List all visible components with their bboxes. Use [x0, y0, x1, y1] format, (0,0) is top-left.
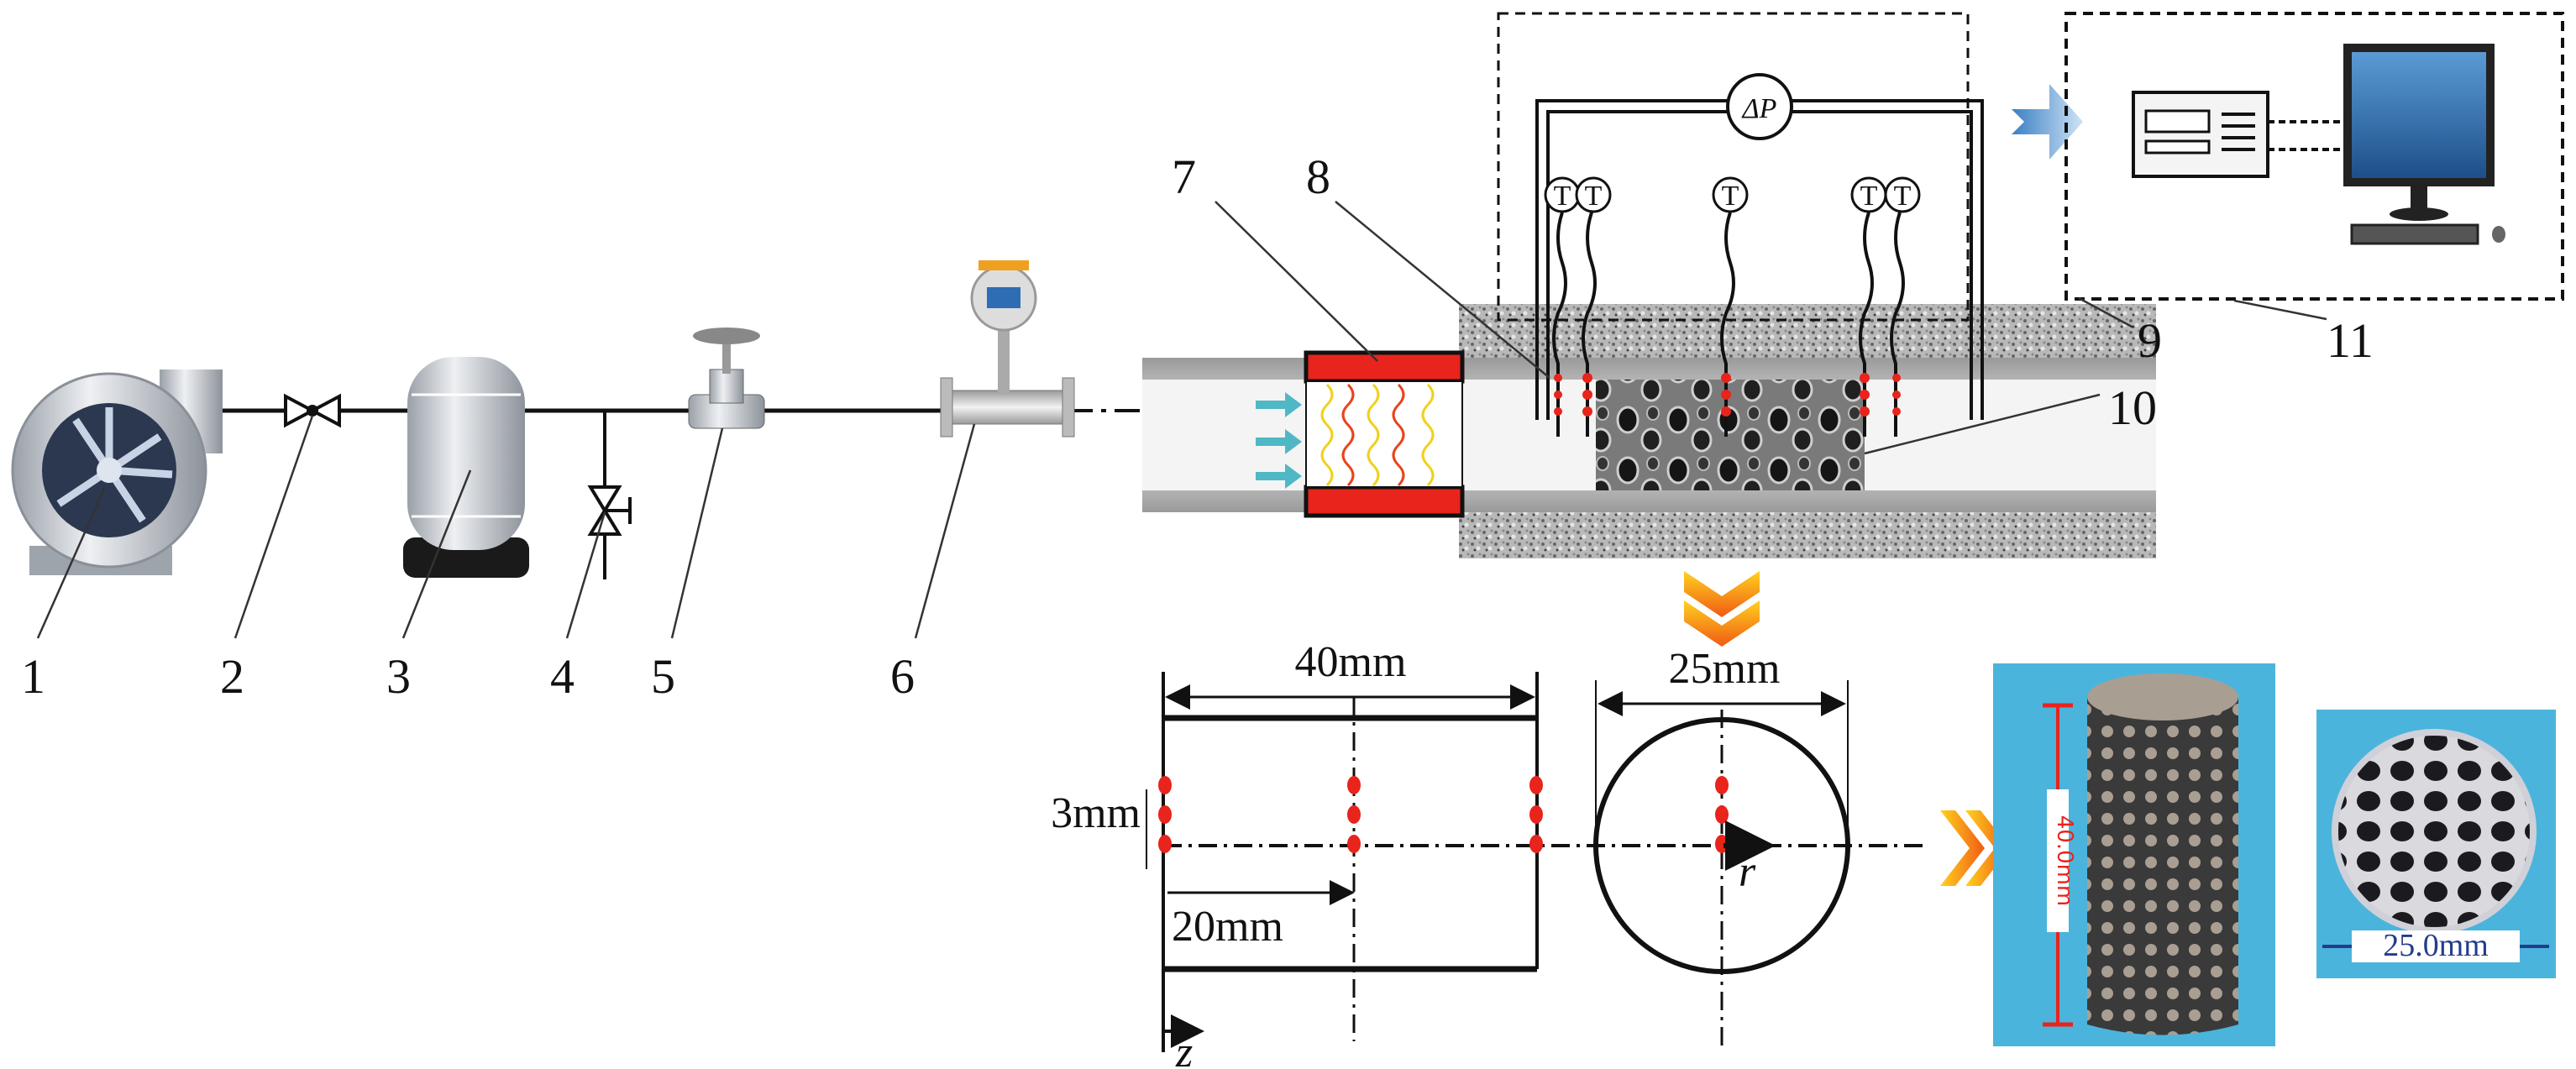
r-axis-label: r [1739, 848, 1756, 896]
label-6: 6 [890, 649, 915, 704]
data-acquisition-box [2064, 12, 2564, 301]
thermocouple-heads: T T T T T [1544, 176, 1921, 213]
gate-valve [688, 328, 765, 429]
data-logger [2132, 91, 2269, 178]
thermocouple-label: T [1894, 181, 1912, 212]
measurement-box [1497, 12, 1970, 322]
cross-section-schematic: 25mm r [1593, 645, 1850, 1045]
computer [2343, 44, 2505, 245]
label-11: 11 [2327, 313, 2374, 368]
thermocouples [1552, 212, 1905, 437]
spacing-dimension: 3mm [1051, 789, 1141, 837]
label-5: 5 [651, 649, 675, 704]
porous-sample [1596, 380, 1865, 490]
flowmeter [940, 260, 1075, 438]
length-dimension: 40mm [1295, 638, 1407, 686]
label-7: 7 [1172, 149, 1196, 204]
probe-dots [1554, 373, 1901, 417]
label-10: 10 [2108, 380, 2157, 435]
sample-photo-side: 40.0mm [1993, 663, 2275, 1046]
component-numbers: 1 2 3 4 5 6 7 8 9 10 11 [21, 149, 2374, 704]
half-length-dimension: 20mm [1172, 903, 1283, 951]
drain-valve [587, 411, 632, 579]
diameter-dimension: 25mm [1669, 645, 1781, 693]
label-4: 4 [550, 649, 574, 704]
photo-diameter-label: 25.0mm [2383, 928, 2489, 963]
label-3: 3 [386, 649, 411, 704]
label-2: 2 [220, 649, 244, 704]
blower-fan [11, 369, 223, 575]
pressure-gauge-label: ΔP [1741, 93, 1777, 124]
signal-arrow [2012, 84, 2083, 160]
photo-height-label: 40.0mm [2052, 815, 2077, 907]
sample-photo-top: 25.0mm [2316, 710, 2556, 978]
thermocouple-label: T [1860, 181, 1878, 212]
pressure-gauge: ΔP [1726, 73, 1793, 140]
z-axis-label: z [1175, 1029, 1193, 1069]
flow-arrows [1256, 392, 1302, 489]
side-view-schematic: 40mm 3mm 20mm z [1051, 638, 1923, 1069]
label-8: 8 [1306, 149, 1330, 204]
down-chevron-icon [1684, 571, 1760, 647]
electric-heater [1304, 350, 1465, 518]
label-9: 9 [2138, 313, 2162, 368]
thermocouple-label: T [1585, 181, 1603, 212]
thermocouple-label: T [1554, 181, 1571, 212]
test-section [1142, 304, 2156, 558]
buffer-tank [403, 357, 529, 578]
leader-lines [36, 201, 2327, 639]
check-valve [284, 393, 341, 428]
thermocouple-label: T [1722, 181, 1739, 212]
label-1: 1 [21, 649, 45, 704]
